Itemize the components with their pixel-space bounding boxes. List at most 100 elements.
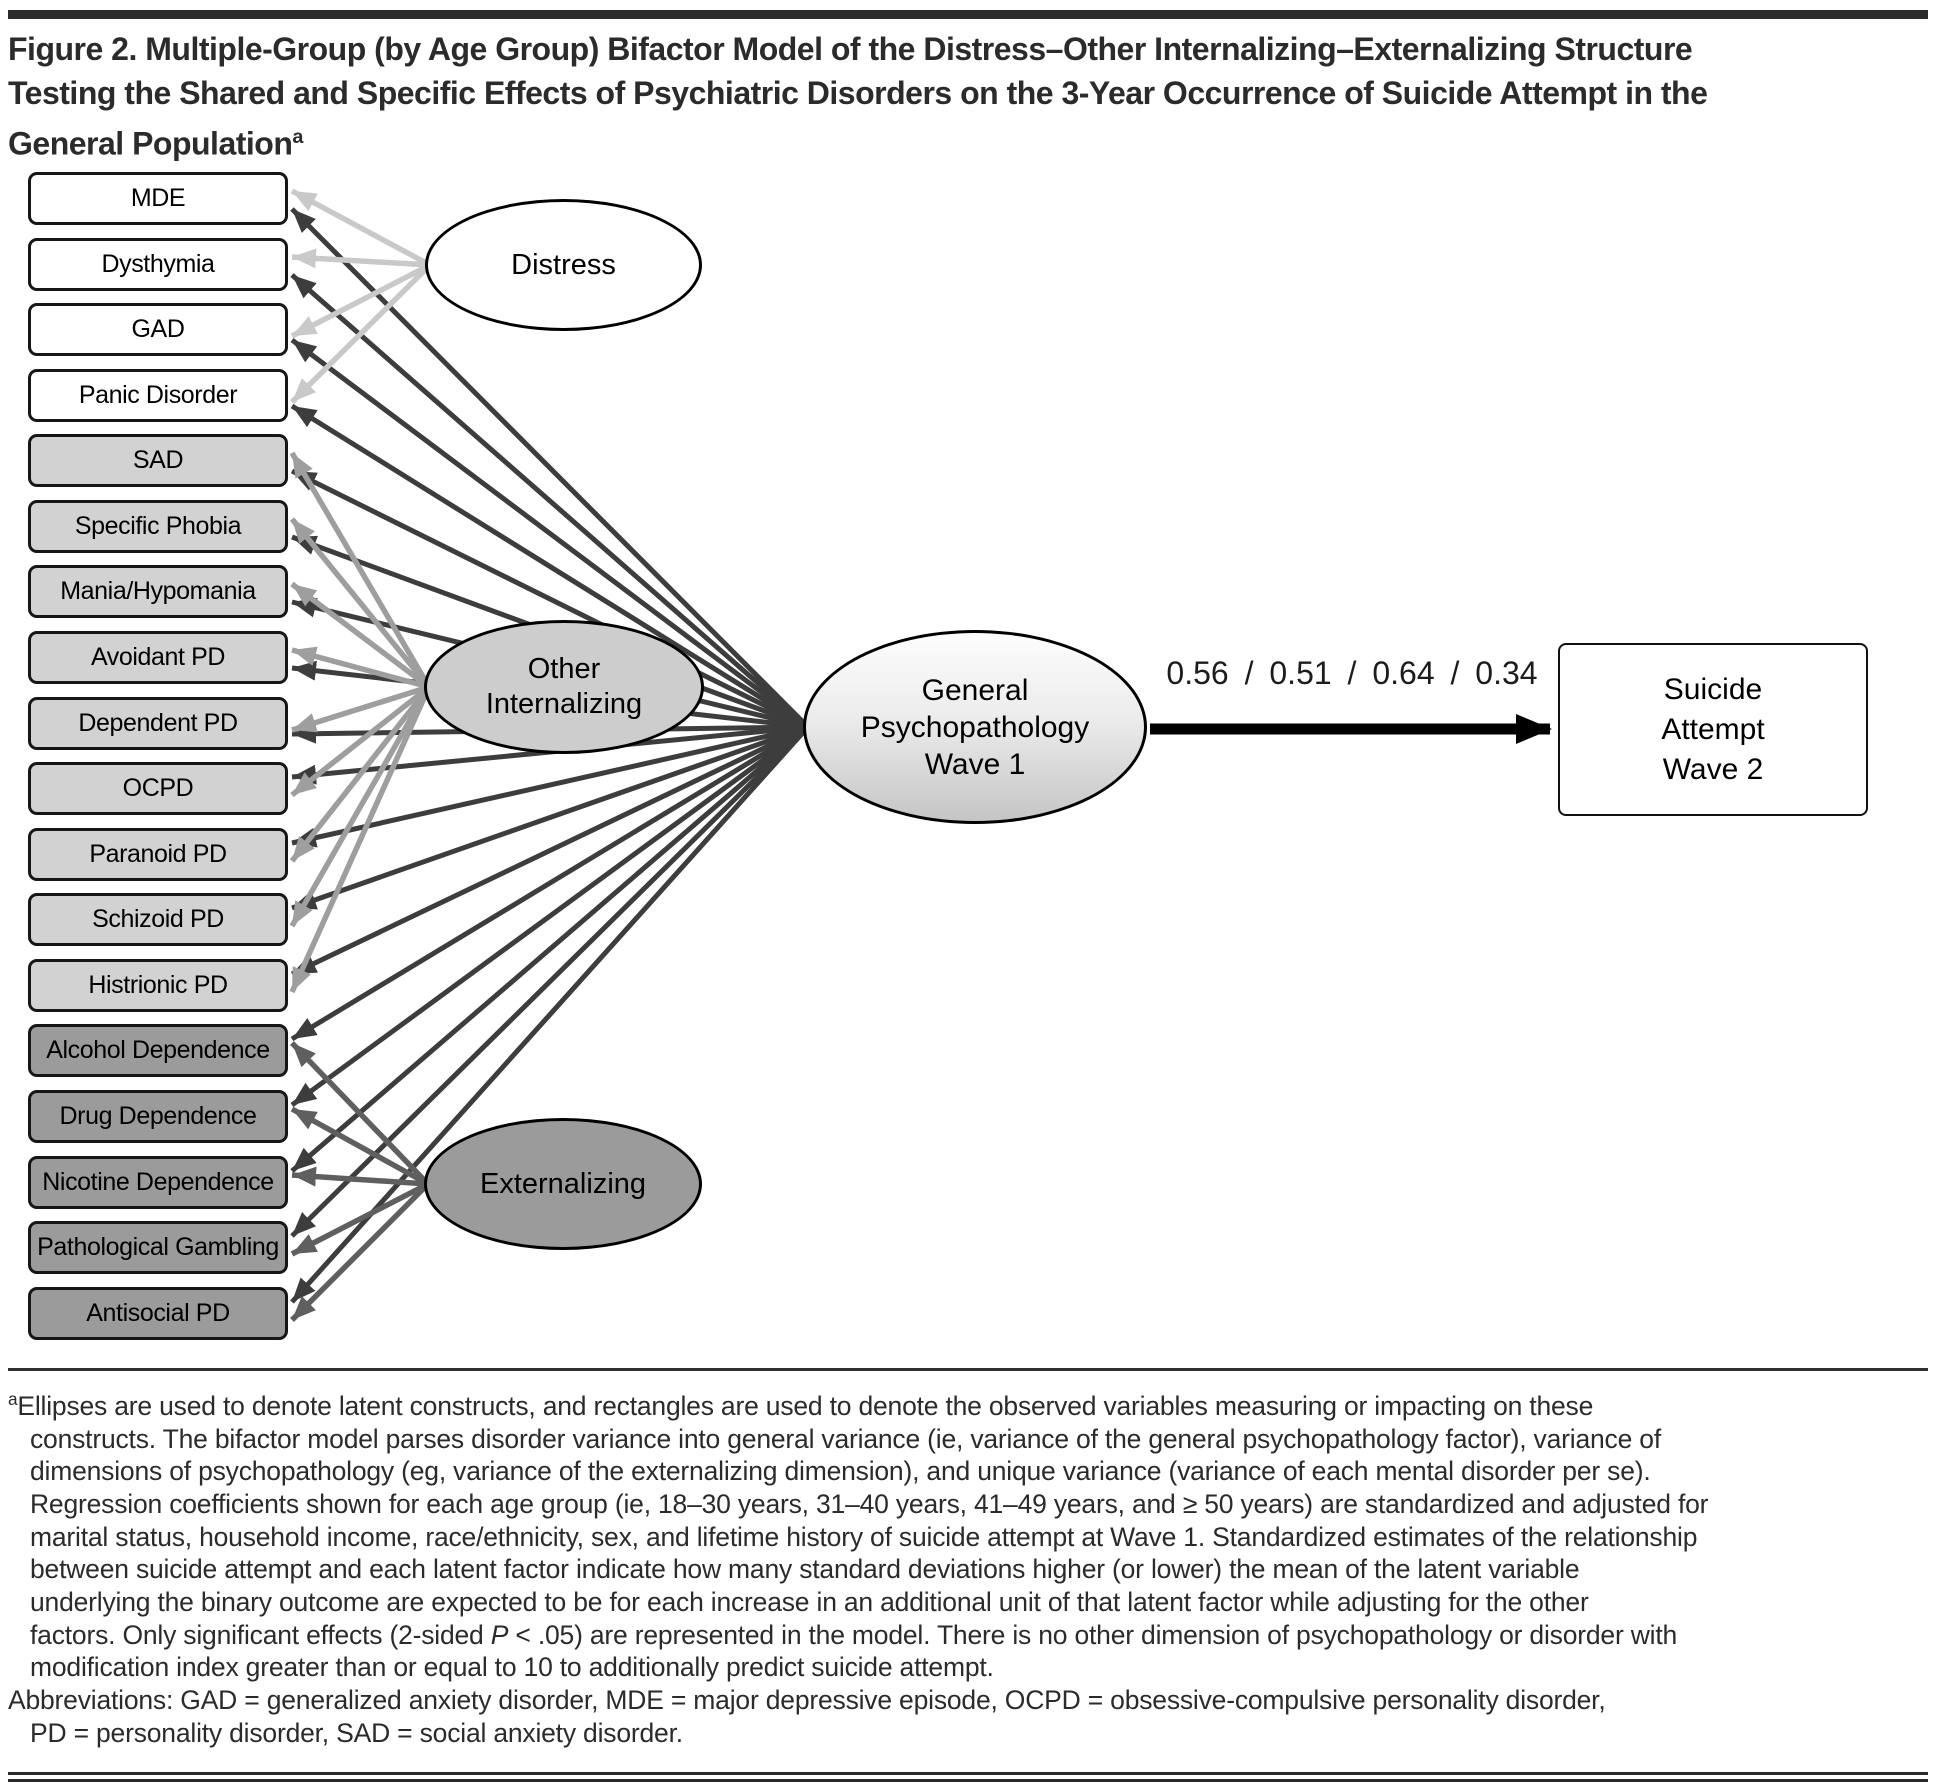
suicide-attempt-outcome-box: Suicide Attempt Wave 2	[1558, 643, 1868, 816]
loading-externalizing-to-alcohol_dependence	[290, 1041, 430, 1186]
indicator-box-mde: MDE	[28, 172, 288, 225]
indicator-label-ocpd: OCPD	[122, 774, 194, 802]
indicator-label-nicotine_dependence: Nicotine Dependence	[42, 1168, 274, 1196]
indicator-label-schizoid_pd: Schizoid PD	[92, 905, 224, 933]
latent-externalizing-ellipse: Externalizing	[424, 1118, 702, 1250]
indicator-box-dependent_pd: Dependent PD	[28, 697, 288, 750]
figure-title: Figure 2. Multiple-Group (by Age Group) …	[8, 27, 1928, 166]
loading-distress-to-gad	[290, 262, 432, 339]
loading-distress-to-mde	[290, 188, 432, 268]
indicator-box-ocpd: OCPD	[28, 762, 288, 815]
externalizing-label: Externalizing	[479, 1167, 647, 1200]
loading-general-to-paranoid_pd	[291, 724, 809, 848]
general-label-line-1: General	[921, 673, 1029, 707]
general-label-line-2: Psychopathology	[860, 710, 1090, 744]
loading-general-to-sad	[290, 468, 810, 730]
loading-externalizing-to-drug_dependence	[290, 1106, 430, 1187]
indicator-label-alcohol_dependence: Alcohol Dependence	[46, 1036, 270, 1064]
indicator-label-sad: SAD	[132, 446, 184, 474]
loading-general-to-schizoid_pd	[291, 724, 809, 911]
footnote: aEllipses are used to denote latent cons…	[8, 1383, 1930, 1750]
indicator-box-sad: SAD	[28, 434, 288, 487]
loading-externalizing-to-nicotine_dependence	[291, 1166, 429, 1187]
footnote-line-1: aEllipses are used to denote latent cons…	[8, 1389, 1594, 1421]
latent-distress-ellipse: Distress	[425, 199, 702, 331]
footnote-line-4: Regression coefficients shown for each a…	[30, 1488, 1709, 1519]
footnote-line-5: marital status, household income, race/e…	[30, 1521, 1698, 1552]
indicator-label-drug_dependence: Drug Dependence	[59, 1102, 257, 1130]
bottom-rule-lower	[8, 1779, 1928, 1782]
indicator-box-avoidant_pd: Avoidant PD	[28, 631, 288, 684]
indicator-label-paranoid_pd: Paranoid PD	[89, 840, 227, 868]
indicator-label-pathological_gambling: Pathological Gambling	[37, 1233, 279, 1261]
general-loading-arrows	[290, 207, 810, 1304]
specific-loading-arrows	[289, 188, 432, 1322]
bottom-rule-upper	[8, 1772, 1928, 1775]
indicator-box-pathological_gambling: Pathological Gambling	[28, 1221, 288, 1274]
footnote-line-3: dimensions of psychopathology (eg, varia…	[30, 1456, 1651, 1487]
title-superscript: a	[292, 126, 303, 148]
loading-other_internalizing-to-ocpd	[290, 684, 431, 798]
loading-general-to-gad	[290, 338, 810, 729]
loading-other_internalizing-to-schizoid_pd	[289, 685, 432, 928]
figure-title-line-2: Testing the Shared and Specific Effects …	[8, 75, 1708, 111]
indicator-box-panic_disorder: Panic Disorder	[28, 369, 288, 422]
loading-other_internalizing-to-paranoid_pd	[289, 685, 432, 863]
loading-other_internalizing-to-sad	[289, 451, 432, 689]
indicator-box-antisocial_pd: Antisocial PD	[28, 1287, 288, 1340]
top-rule	[8, 10, 1928, 19]
loading-other_internalizing-to-specific_phobia	[289, 517, 432, 689]
distress-label: Distress	[511, 248, 616, 281]
indicator-label-avoidant_pd: Avoidant PD	[90, 643, 226, 671]
footnote-line-11: PD = personality disorder, SAD = social …	[30, 1717, 683, 1748]
outcome-label-line-3: Wave 2	[1662, 752, 1764, 786]
indicator-box-dysthymia: Dysthymia	[28, 238, 288, 291]
loading-distress-to-panic_disorder	[290, 263, 432, 404]
footnote-line-7: underlying the binary outcome are expect…	[30, 1587, 1589, 1618]
indicator-box-mania_hypomania: Mania/Hypomania	[28, 565, 288, 618]
indicator-box-paranoid_pd: Paranoid PD	[28, 828, 288, 881]
indicator-box-gad: GAD	[28, 303, 288, 356]
latent-general-psychopathology-ellipse: General Psychopathology Wave 1	[803, 630, 1147, 824]
footnote-line-9: modification index greater than or equal…	[30, 1652, 994, 1683]
loading-externalizing-to-antisocial_pd	[290, 1182, 430, 1322]
loading-general-to-antisocial_pd	[290, 725, 810, 1304]
loading-general-to-alcohol_dependence	[290, 724, 810, 1042]
indicator-box-nicotine_dependence: Nicotine Dependence	[28, 1156, 288, 1209]
footnote-line-6: between suicide attempt and each latent …	[30, 1554, 1580, 1585]
loading-general-to-dysthymia	[290, 273, 810, 729]
loading-general-to-pathological_gambling	[290, 725, 810, 1238]
indicator-box-schizoid_pd: Schizoid PD	[28, 893, 288, 946]
footnote-separator-rule	[8, 1368, 1928, 1371]
loading-externalizing-to-pathological_gambling	[290, 1181, 430, 1257]
other-internalizing-label-line-2: Internalizing	[485, 688, 643, 720]
footnote-line-2: constructs. The bifactor model parses di…	[30, 1423, 1661, 1454]
loading-other_internalizing-to-mania_hypomania	[290, 581, 431, 690]
indicator-label-antisocial_pd: Antisocial PD	[86, 1299, 230, 1327]
loading-other_internalizing-to-histrionic_pd	[289, 685, 432, 994]
indicator-label-mania_hypomania: Mania/Hypomania	[60, 577, 256, 605]
footnote-line-10: Abbreviations: GAD = generalized anxiety…	[8, 1685, 1606, 1716]
loading-other_internalizing-to-avoidant_pd	[291, 646, 430, 690]
footnote-line-8: factors. Only significant effects (2-sid…	[30, 1619, 1678, 1650]
indicator-box-alcohol_dependence: Alcohol Dependence	[28, 1024, 288, 1077]
indicator-box-histrionic_pd: Histrionic PD	[28, 959, 288, 1012]
other-internalizing-label-line-1: Other	[527, 653, 601, 685]
loading-general-to-drug_dependence	[290, 724, 810, 1108]
figure-title-line-3: General Populationa	[8, 125, 303, 162]
indicator-label-dependent_pd: Dependent PD	[78, 709, 238, 737]
indicator-box-drug_dependence: Drug Dependence	[28, 1090, 288, 1143]
outcome-label-line-1: Suicide	[1663, 672, 1763, 706]
regression-coefficients-label: 0.56 / 0.51 / 0.64 / 0.34	[1166, 655, 1538, 691]
latent-other-internalizing-ellipse: Other Internalizing	[424, 620, 704, 754]
indicator-label-specific_phobia: Specific Phobia	[74, 512, 242, 540]
loading-general-to-nicotine_dependence	[290, 725, 810, 1173]
figure-title-line-1: Figure 2. Multiple-Group (by Age Group) …	[8, 31, 1693, 67]
loading-general-to-mde	[290, 207, 810, 729]
loading-general-to-histrionic_pd	[290, 724, 810, 977]
general-label-line-3: Wave 1	[924, 747, 1026, 781]
outcome-label-line-2: Attempt	[1661, 712, 1765, 746]
indicator-label-panic_disorder: Panic Disorder	[78, 381, 238, 409]
indicator-label-dysthymia: Dysthymia	[101, 250, 215, 278]
